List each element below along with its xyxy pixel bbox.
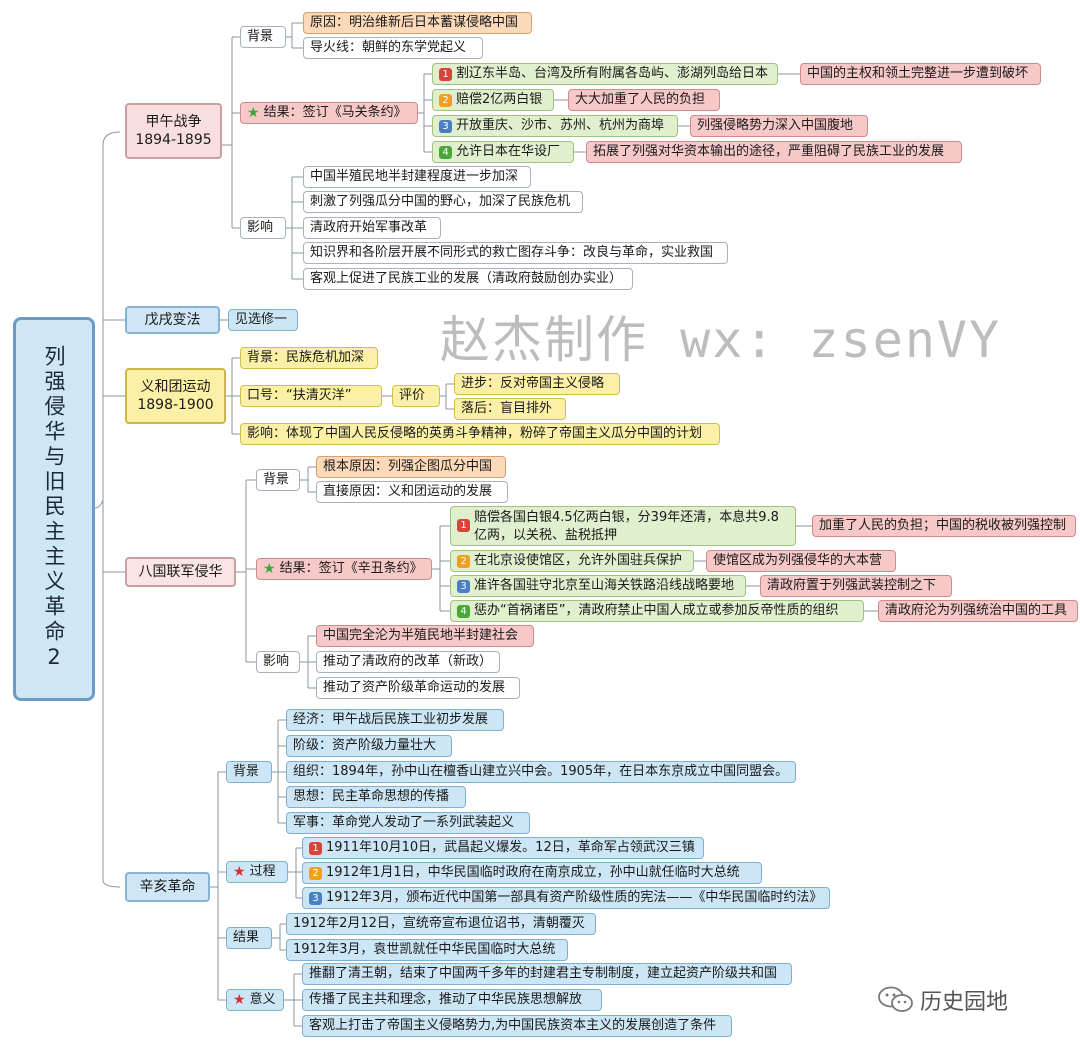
jiawu-impact-2[interactable]: 刺激了列强瓜分中国的野心，加深了民族危机	[303, 191, 583, 213]
baguo-result[interactable]: ★结果：签订《辛丑条约》	[256, 558, 432, 580]
baguo-bg-root[interactable]: 根本原因：列强企图瓜分中国	[316, 456, 506, 478]
baguo-impact-3[interactable]: 推动了资产阶级革命运动的发展	[316, 677, 520, 699]
baguo-bg-direct[interactable]: 直接原因：义和团运动的发展	[316, 481, 508, 503]
number-badge-2-icon: 2	[309, 866, 322, 880]
xinhai-bg-5[interactable]: 军事：革命党人发动了一系列武装起义	[286, 812, 530, 834]
baguo-effect-2[interactable]: 使馆区成为列强侵华的大本营	[706, 550, 896, 572]
number-badge-4-icon: 4	[439, 145, 452, 159]
jiawu-bg-trigger[interactable]: 导火线：朝鲜的东学党起义	[303, 37, 483, 59]
yihetuan-eval-progress[interactable]: 进步：反对帝国主义侵略	[454, 373, 620, 395]
number-badge-3-icon: 3	[309, 891, 322, 905]
root-topic[interactable]: 列强侵华与旧民主主义革命2	[13, 317, 95, 701]
jiawu-result[interactable]: ★结果：签订《马关条约》	[240, 102, 418, 124]
topic-jiawu[interactable]: 甲午战争 1894-1895	[125, 103, 222, 159]
number-badge-3-icon: 3	[457, 579, 470, 593]
jiawu-effect-2[interactable]: 大大加重了人民的负担	[568, 89, 720, 111]
jiawu-impact-5[interactable]: 客观上促进了民族工业的发展（清政府鼓励创办实业）	[303, 268, 633, 290]
topic-yihetuan[interactable]: 义和团运动 1898-1900	[125, 368, 226, 424]
xinhai-process-label[interactable]: ★过程	[226, 861, 288, 883]
yihetuan-slogan[interactable]: 口号：“扶清灭洋”	[240, 385, 382, 407]
jiawu-bg-label[interactable]: 背景	[240, 26, 286, 48]
number-badge-2-icon: 2	[457, 554, 470, 568]
number-badge-1-icon: 1	[439, 67, 452, 81]
xinhai-result-label[interactable]: 结果	[226, 927, 272, 949]
brand-logo: 历史园地	[878, 984, 1008, 1016]
jiawu-bg-cause[interactable]: 原因：明治维新后日本蓄谋侵略中国	[303, 12, 532, 34]
baguo-impact-2[interactable]: 推动了清政府的改革（新政）	[316, 651, 500, 673]
yihetuan-eval-label[interactable]: 评价	[392, 385, 440, 407]
number-badge-1-icon: 1	[309, 841, 322, 855]
topic-jiawu-title: 甲午战争 1894-1895	[135, 114, 212, 148]
number-badge-3-icon: 3	[439, 119, 452, 133]
jiawu-impact-1[interactable]: 中国半殖民地半封建程度进一步加深	[303, 166, 531, 188]
baguo-bg-label[interactable]: 背景	[256, 469, 300, 491]
baguo-effect-1[interactable]: 加重了人民的负担；中国的税收被列强控制	[812, 515, 1076, 537]
number-badge-1-icon: 1	[457, 519, 470, 532]
topic-xinhai[interactable]: 辛亥革命	[125, 872, 210, 902]
xinhai-meaning-3[interactable]: 客观上打击了帝国主义侵略势力,为中国民族资本主义的发展创造了条件	[302, 1015, 732, 1037]
baguo-effect-4[interactable]: 清政府沦为列强统治中国的工具	[878, 600, 1078, 622]
root-title: 列强侵华与旧民主主义革命2	[42, 345, 66, 673]
xinhai-meaning-1[interactable]: 推翻了清王朝，结束了中国两千多年的封建君主专制制度，建立起资产阶级共和国	[302, 963, 792, 985]
topic-wuxu[interactable]: 戊戌变法	[125, 306, 220, 334]
star-icon: ★	[233, 864, 246, 880]
yihetuan-eval-backward[interactable]: 落后：盲目排外	[454, 398, 566, 420]
star-icon: ★	[247, 105, 260, 121]
wechat-icon	[878, 986, 913, 1012]
watermark: 赵杰制作 wx: zsenVY	[440, 311, 1002, 369]
xinhai-bg-3[interactable]: 组织：1894年，孙中山在檀香山建立兴中会。1905年，在日本东京成立中国同盟会…	[286, 761, 796, 783]
jiawu-effect-3[interactable]: 列强侵略势力深入中国腹地	[690, 115, 868, 137]
star-icon: ★	[233, 992, 246, 1008]
star-icon: ★	[263, 561, 276, 577]
baguo-impact-label[interactable]: 影响	[256, 651, 300, 673]
yihetuan-impact[interactable]: 影响：体现了中国人民反侵略的英勇斗争精神，粉碎了帝国主义瓜分中国的计划	[240, 423, 720, 445]
jiawu-impact-3[interactable]: 清政府开始军事改革	[303, 217, 441, 239]
yihetuan-bg[interactable]: 背景：民族危机加深	[240, 347, 378, 369]
xinhai-bg-2[interactable]: 阶级：资产阶级力量壮大	[286, 735, 452, 757]
topic-baguo[interactable]: 八国联军侵华	[125, 557, 236, 587]
xinhai-bg-1[interactable]: 经济：甲午战后民族工业初步发展	[286, 709, 504, 731]
xinhai-result-2[interactable]: 1912年3月，袁世凯就任中华民国临时大总统	[286, 939, 568, 961]
jiawu-impact-label[interactable]: 影响	[240, 217, 286, 239]
jiawu-effect-4[interactable]: 拓展了列强对华资本输出的途径，严重阻碍了民族工业的发展	[586, 141, 962, 163]
number-badge-2-icon: 2	[439, 93, 452, 107]
wuxu-note[interactable]: 见选修一	[228, 309, 298, 331]
baguo-effect-3[interactable]: 清政府置于列强武装控制之下	[760, 575, 952, 597]
xinhai-bg-4[interactable]: 思想：民主革命思想的传播	[286, 786, 466, 808]
xinhai-bg-label[interactable]: 背景	[226, 761, 272, 783]
jiawu-effect-1[interactable]: 中国的主权和领土完整进一步遭到破坏	[800, 63, 1041, 85]
baguo-impact-1[interactable]: 中国完全沦为半殖民地半封建社会	[316, 625, 534, 647]
xinhai-meaning-label[interactable]: ★意义	[226, 989, 284, 1011]
brand-name: 历史园地	[920, 990, 1009, 1015]
xinhai-result-1[interactable]: 1912年2月12日，宣统帝宣布退位诏书，清朝覆灭	[286, 913, 596, 935]
jiawu-impact-4[interactable]: 知识界和各阶层开展不同形式的救亡图存斗争：改良与革命，实业救国	[303, 242, 728, 264]
xinhai-meaning-2[interactable]: 传播了民主共和理念，推动了中华民族思想解放	[302, 989, 602, 1011]
number-badge-4-icon: 4	[457, 604, 470, 618]
